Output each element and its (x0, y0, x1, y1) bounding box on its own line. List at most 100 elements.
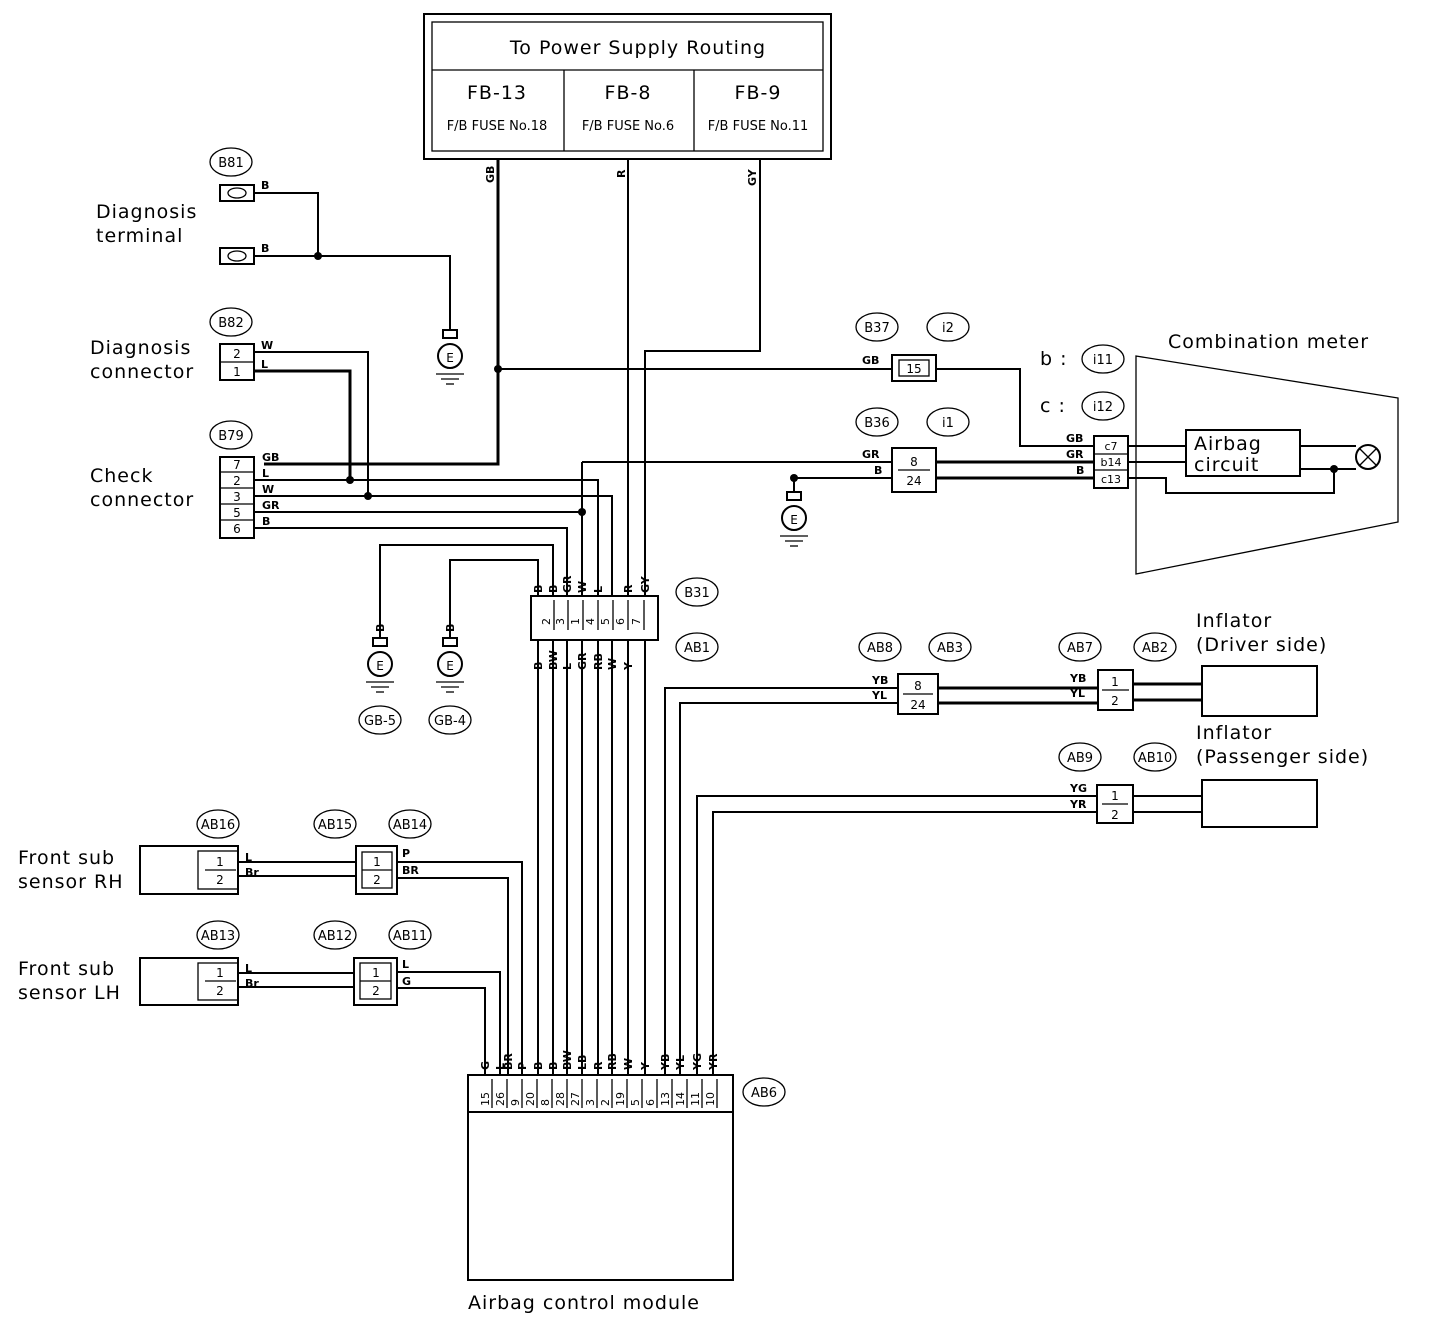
tag-i11: i11 (1093, 353, 1113, 368)
connector-ab9: 1 2 YG YR (1069, 782, 1134, 824)
connector-b37: 15 GB (862, 354, 937, 382)
wire-ab6-6: B (547, 1062, 560, 1070)
component-labels: Diagnosis terminal Diagnosis connector C… (18, 201, 1369, 1314)
wire-b79-4: GR (262, 499, 280, 512)
pin-b31-2: 3 (554, 618, 567, 625)
inflator-driver-label-2: (Driver side) (1196, 634, 1327, 656)
pin-ab6-12: 6 (644, 1099, 657, 1106)
wire-b31-bottom-5: RB (592, 653, 605, 670)
wire-ab16-1: L (245, 851, 252, 864)
connector-ab6: 15G26L9BR20P8B28B27BW3LB2R19RB5W6Y13YB14… (479, 1050, 720, 1108)
fuse-fb8-id: FB-8 (605, 82, 652, 104)
wire-ab15-1: P (402, 847, 410, 860)
pin-meter-c7: c7 (1104, 440, 1117, 453)
wire-ab15-2: BR (402, 864, 419, 877)
pin-ab6-10: 19 (614, 1092, 627, 1106)
pin-ab13-2: 2 (216, 984, 224, 998)
wire-b79-1: GB (262, 451, 279, 464)
pin-b31-1: 2 (540, 618, 553, 625)
connector-ab7: 1 2 YB YL (1069, 669, 1134, 711)
wire-b37: GB (862, 354, 879, 367)
pin-meter-c13: c13 (1101, 473, 1121, 486)
diagnosis-terminal-label-2: terminal (96, 225, 183, 247)
wire-b36-2: B (874, 464, 882, 477)
pin-ab15-2: 2 (373, 873, 381, 887)
combination-meter-label: Combination meter (1168, 331, 1369, 353)
fuse-fb9-id: FB-9 (735, 82, 782, 104)
pin-ab6-2: 26 (494, 1092, 507, 1106)
pin-ab12-1: 1 (372, 966, 380, 980)
wire-ab6-15: YG (691, 1053, 704, 1071)
airbag-control-module (467, 1074, 734, 1281)
wire-ab6-11: W (622, 1058, 635, 1070)
wire-ab6-2: L (494, 1063, 507, 1070)
wire-ab6-9: R (592, 1061, 605, 1070)
wire-meter-b: B (1076, 464, 1084, 477)
wire-b31-bottom-3: L (561, 663, 574, 670)
pin-ab6-1: 15 (479, 1092, 492, 1106)
front-sub-sensor-rh: 1 2 L Br (139, 845, 259, 895)
connector-ab8: 8 24 YB YL (871, 673, 939, 715)
airbag-circuit-label-2: circuit (1194, 454, 1259, 476)
pin-ab6-7: 27 (569, 1092, 582, 1106)
wire-b79-3: W (262, 483, 274, 496)
wire-meter-gb: GB (1066, 432, 1083, 445)
fuse-fb13-desc: F/B FUSE No.18 (447, 119, 548, 134)
front-sub-lh-label-2: sensor LH (18, 982, 121, 1004)
tag-ab1: AB1 (684, 641, 710, 656)
pin-b31-6: 6 (614, 618, 627, 625)
pin-b82-1: 2 (233, 347, 241, 361)
pin-ab7-1: 1 (1111, 675, 1119, 689)
pin-ab6-9: 2 (599, 1099, 612, 1106)
wire-ab6-16: YR (707, 1053, 720, 1071)
wire-ab6-3: BR (502, 1053, 515, 1070)
tag-i1: i1 (942, 416, 954, 431)
wire-b31-top-5: L (592, 586, 605, 593)
tag-i12: i12 (1093, 400, 1113, 415)
tag-ab7: AB7 (1067, 641, 1093, 656)
tag-ab11: AB11 (393, 929, 427, 944)
wire-ab9-1: YG (1069, 782, 1087, 795)
wire-ab6-10: RB (606, 1053, 619, 1070)
pin-ab9-1: 1 (1111, 789, 1119, 803)
pin-ab16-2: 2 (216, 873, 224, 887)
pin-ab16-1: 1 (216, 855, 224, 869)
diagnosis-connector: 2 1 W L (219, 339, 273, 381)
wire-ab8-2: YL (871, 689, 887, 702)
pin-ab6-14: 14 (674, 1092, 687, 1106)
pin-ab6-13: 13 (659, 1092, 672, 1106)
wire-b82-2: L (261, 358, 268, 371)
tag-ab15: AB15 (318, 818, 352, 833)
tag-ab10: AB10 (1138, 751, 1172, 766)
wire-b79-2: L (262, 467, 269, 480)
wires (238, 160, 1356, 1075)
connector-tags: B81 B82 B79 B37 i2 B36 i1 b : i11 c : i1… (196, 147, 1177, 1107)
wire-ab6-5: B (532, 1062, 545, 1070)
diagnosis-terminal: B B (219, 179, 269, 265)
meter-prefix-b: b : (1040, 348, 1068, 370)
wire-ab6-1: G (479, 1061, 492, 1070)
pin-ab7-2: 2 (1111, 694, 1119, 708)
pin-b79-4: 5 (233, 506, 241, 520)
tag-ab2: AB2 (1142, 641, 1168, 656)
pin-b79-3: 3 (233, 490, 241, 504)
pin-ab6-15: 11 (689, 1092, 702, 1106)
power-wire-labels: GB R GY (484, 166, 759, 186)
wire-b31-bottom-1: B (532, 662, 545, 670)
wire-ground-lead-2: B (444, 624, 457, 632)
wire-r-power: R (615, 169, 628, 178)
wire-ab9-2: YR (1069, 798, 1087, 811)
wire-b31-bottom-7: Y (622, 661, 635, 671)
wire-ab6-8: LB (576, 1055, 589, 1070)
wire-gy-power: GY (746, 168, 759, 186)
wire-b79-5: B (262, 515, 270, 528)
check-connector-label-2: connector (90, 489, 194, 511)
wire-ab7-1: YB (1069, 672, 1086, 685)
tag-ab9: AB9 (1067, 751, 1093, 766)
pin-ab6-3: 9 (509, 1099, 522, 1106)
wire-b31-top-3: GR (561, 575, 574, 593)
pin-b82-2: 1 (233, 365, 241, 379)
connector-b36: 8 24 GR B (862, 447, 937, 493)
